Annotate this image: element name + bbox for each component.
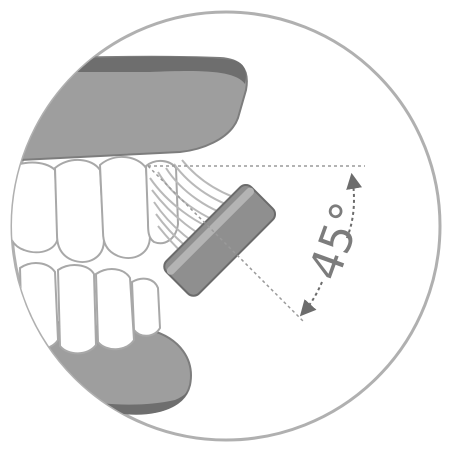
diagram-canvas: 45° xyxy=(0,0,449,450)
brushing-angle-diagram: 45° xyxy=(0,0,449,450)
